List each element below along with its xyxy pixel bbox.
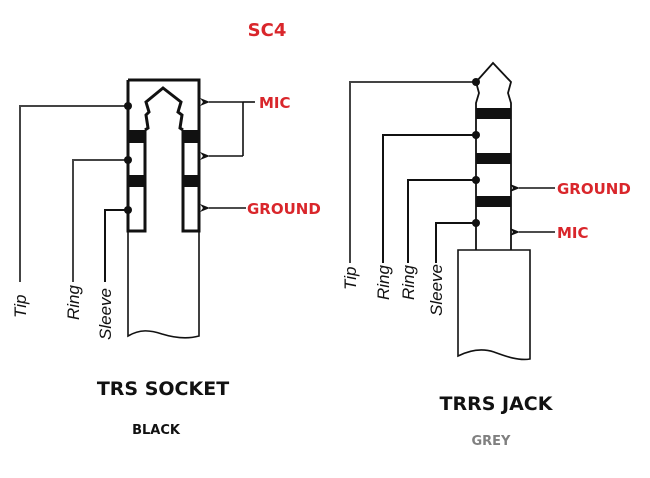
jack-name: TRRS JACK	[440, 393, 554, 415]
trs-socket: Tip Ring Sleeve MIC GROUND TRS SOCKET BL…	[11, 78, 321, 438]
socket-ground-annotation: GROUND	[200, 200, 321, 218]
jack-lead-ring-2	[407, 179, 476, 263]
jack-label-ring-2: Ring	[399, 264, 418, 300]
jack-label-sleeve: Sleeve	[427, 264, 446, 316]
socket-dot-ring	[124, 156, 132, 164]
jack-lead-sleeve	[435, 222, 476, 263]
socket-cable-body	[127, 231, 200, 339]
socket-band-2-right	[183, 175, 199, 187]
socket-band-1-left	[128, 130, 145, 143]
jack-color-label: GREY	[472, 434, 512, 449]
socket-name: TRS SOCKET	[97, 378, 229, 400]
socket-lead-sleeve	[104, 209, 128, 282]
jack-label-tip: Tip	[341, 267, 360, 290]
jack-ground-annotation: GROUND	[510, 180, 631, 198]
jack-lead-ring-1	[382, 134, 476, 263]
socket-dot-tip	[124, 102, 132, 110]
jack-mic-annotation: MIC	[510, 224, 589, 242]
jack-body	[457, 249, 531, 361]
socket-lead-tip	[19, 105, 128, 282]
jack-label-ring-1: Ring	[374, 264, 393, 300]
jack-band-1	[476, 108, 511, 119]
socket-dot-sleeve	[124, 206, 132, 214]
socket-band-1-right	[183, 130, 199, 143]
jack-ground-label: GROUND	[557, 180, 631, 198]
jack-mic-label: MIC	[557, 224, 589, 242]
jack-band-2	[476, 153, 511, 164]
socket-ground-label: GROUND	[247, 200, 321, 218]
socket-mic-label: MIC	[259, 94, 291, 112]
jack-dot-sleeve	[472, 219, 480, 227]
socket-color-label: BLACK	[132, 423, 181, 438]
jack-band-3	[476, 196, 511, 207]
jack-dot-ring-2	[472, 176, 480, 184]
jack-dot-ring-1	[472, 131, 480, 139]
socket-label-tip: Tip	[11, 295, 30, 318]
socket-outline	[126, 78, 201, 233]
jack-lead-tip	[349, 81, 476, 263]
socket-mic-annotation: MIC	[200, 94, 291, 160]
diagram-title: SC4	[248, 20, 287, 41]
socket-label-sleeve: Sleeve	[96, 288, 115, 340]
socket-spring-contact	[144, 86, 184, 132]
jack-tip	[475, 61, 513, 108]
jack-dot-tip	[472, 78, 480, 86]
socket-lead-ring	[72, 159, 128, 282]
socket-band-2-left	[128, 175, 145, 187]
socket-label-ring: Ring	[64, 284, 83, 320]
trrs-jack: Tip Ring Ring Sleeve GROUND MIC TRRS JAC…	[341, 61, 631, 449]
